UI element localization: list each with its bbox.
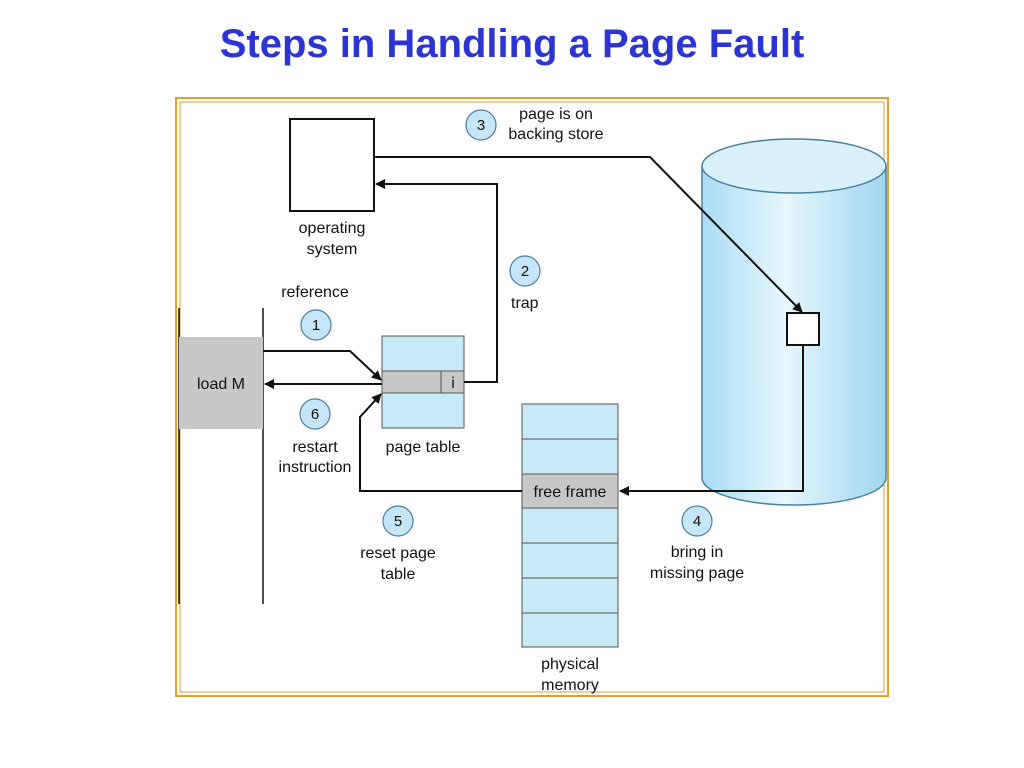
reference-label: reference: [281, 284, 349, 301]
invalid-bit-label: i: [451, 375, 455, 392]
missing-page-block: [786, 312, 820, 346]
step-5-number: 5: [394, 513, 402, 530]
step-4-circle: [681, 505, 713, 537]
step-3-number: 3: [477, 117, 485, 134]
disk-top: [701, 138, 887, 194]
restart-instruction-label-line2: instruction: [279, 459, 352, 476]
bring-in-missing-page-label-line2: missing page: [650, 565, 744, 582]
reset-page-table-label-line2: table: [381, 566, 416, 583]
operating-system-box: [289, 118, 375, 212]
trap-arrow: [375, 179, 498, 383]
step-2-circle: [509, 255, 541, 287]
restart-instruction-label-line1: restart: [292, 439, 338, 456]
step-6-number: 6: [311, 406, 319, 423]
step-4-number: 4: [693, 513, 701, 530]
bring-in-page-arrow: [619, 345, 804, 496]
bring-in-missing-page-label-line1: bring in: [671, 544, 723, 561]
physical-memory-box: [521, 403, 619, 648]
step-5-circle: [382, 505, 414, 537]
load-m-label: load M: [197, 376, 245, 393]
reset-page-table-arrow: [359, 393, 522, 492]
operating-system-label-line2: system: [307, 241, 358, 258]
page-title: Steps in Handling a Page Fault: [219, 22, 805, 66]
page-on-backing-store-label-line1: page is on: [519, 106, 593, 123]
reset-page-table-label-line1: reset page: [360, 545, 436, 562]
physical-memory-label-line1: physical: [541, 656, 599, 673]
page-table-label: page table: [386, 439, 461, 456]
reference-arrow: [263, 350, 382, 381]
physical-memory-label-line2: memory: [541, 677, 599, 694]
physical-memory: [521, 403, 619, 648]
load-m-box: [179, 337, 263, 429]
page-on-backing-store-label-line2: backing store: [508, 126, 603, 143]
operating-system-label-line1: operating: [299, 220, 366, 237]
trap-label: trap: [511, 295, 539, 312]
step-6-circle: [299, 398, 331, 430]
free-frame-box: [521, 473, 619, 509]
step-1-number: 1: [312, 317, 320, 334]
step-1-circle: [300, 309, 332, 341]
step-3-circle: [465, 109, 497, 141]
free-frame-label: free frame: [534, 484, 607, 501]
page-on-backing-store-arrow: [374, 156, 803, 313]
step-2-number: 2: [521, 263, 529, 280]
